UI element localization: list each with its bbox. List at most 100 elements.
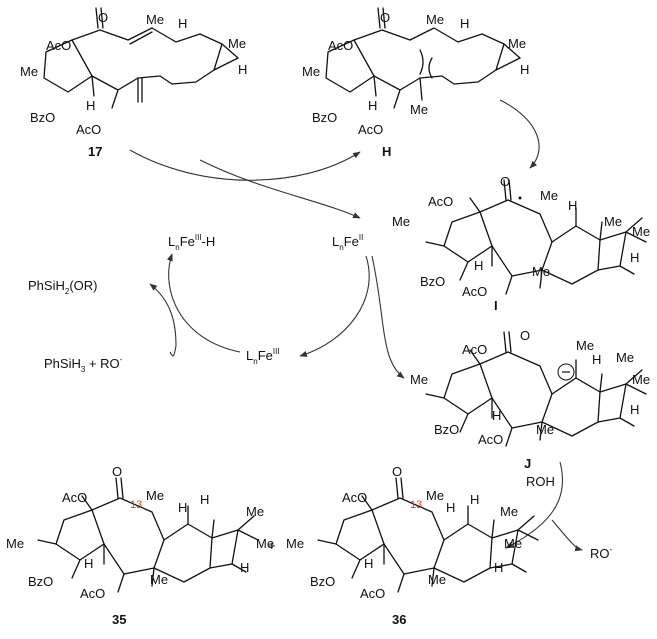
35-number: 35 — [112, 612, 126, 627]
36-aco-label: AcO — [342, 490, 367, 505]
j-h3-label: H — [492, 408, 501, 423]
35-aco2-label: AcO — [80, 586, 105, 601]
36-h3-label: H — [494, 560, 503, 575]
j-o-label: O — [520, 328, 530, 343]
h-number: H — [382, 144, 391, 159]
35-c13-label: 13 — [130, 499, 142, 511]
silane-sm-label: PhSiH3 + RO- — [44, 355, 123, 374]
35-me5-label: Me — [150, 572, 168, 587]
36-c13-label: 13 — [410, 499, 422, 511]
36-h-label: H — [446, 500, 455, 515]
arrow-silane-out — [149, 283, 177, 347]
h-h2-label: H — [520, 62, 529, 77]
compound-h — [325, 7, 521, 109]
35-h4-label: H — [84, 556, 93, 571]
ro-minus-label: RO- — [590, 545, 613, 561]
h-me4-label: Me — [410, 102, 428, 117]
35-h2-label: H — [200, 492, 209, 507]
36-me2-label: Me — [426, 488, 444, 503]
j-number: J — [524, 456, 531, 471]
arrow-fe2-to-fe3 — [299, 255, 370, 357]
anion-charge — [557, 363, 575, 381]
36-me5-label: Me — [428, 572, 446, 587]
j-h-label: H — [592, 352, 601, 367]
17-h2-label: H — [238, 62, 247, 77]
h-aco2-label: AcO — [358, 122, 383, 137]
i-me-label: Me — [392, 214, 410, 229]
17-me3-label: Me — [228, 36, 246, 51]
arrow-fe3-to-fe3h — [166, 253, 241, 353]
17-me-label: Me — [20, 64, 38, 79]
17-number: 17 — [88, 144, 102, 159]
36-aco2-label: AcO — [360, 586, 385, 601]
j-me4-label: Me — [616, 350, 634, 365]
35-me-label: Me — [6, 536, 24, 551]
j-aco2-label: AcO — [478, 432, 503, 447]
35-me4-label: Me — [256, 536, 274, 551]
j-me3-label: Me — [632, 372, 650, 387]
36-me-label: Me — [286, 536, 304, 551]
compound-17 — [43, 7, 239, 109]
i-h3-label: H — [474, 258, 483, 273]
arrow-to-fe2 — [199, 159, 361, 219]
i-me2-label: Me — [540, 188, 558, 203]
35-me3-label: Me — [246, 504, 264, 519]
i-number: I — [494, 298, 498, 313]
h-h3-label: H — [368, 98, 377, 113]
j-h2-label: H — [630, 402, 639, 417]
17-me2-label: Me — [146, 12, 164, 27]
arrow-h-to-i — [499, 99, 540, 169]
36-number: 36 — [392, 612, 406, 627]
j-me2-label: Me — [576, 338, 594, 353]
i-me4-label: Me — [604, 214, 622, 229]
h-o-label: O — [380, 10, 390, 25]
fe2-label: LnFeII — [332, 233, 363, 252]
35-h3-label: H — [240, 560, 249, 575]
36-h4-label: H — [364, 556, 373, 571]
fe3-label: LnFeIII — [246, 347, 280, 366]
36-o-label: O — [392, 464, 402, 479]
roh-label: ROH — [526, 474, 555, 489]
i-me3-label: Me — [632, 224, 650, 239]
36-me4-label: Me — [504, 536, 522, 551]
j-aco-label: AcO — [462, 342, 487, 357]
j-me-label: Me — [410, 372, 428, 387]
35-h-label: H — [178, 500, 187, 515]
17-bzo-label: BzO — [30, 110, 55, 125]
i-o-label: O — [500, 174, 510, 189]
plus-sign: + — [268, 538, 276, 553]
arrow-17-to-h — [129, 149, 361, 181]
35-bzo-label: BzO — [28, 574, 53, 589]
17-h-label: H — [178, 16, 187, 31]
h-me2-label: Me — [426, 12, 444, 27]
i-aco-label: AcO — [428, 194, 453, 209]
silane-product-label: PhSiH2(OR) — [28, 278, 97, 296]
h-bzo-label: BzO — [312, 110, 337, 125]
arrow-j-to-products — [505, 461, 564, 549]
j-me5-label: Me — [536, 422, 554, 437]
36-bzo-label: BzO — [310, 574, 335, 589]
35-me2-label: Me — [146, 488, 164, 503]
i-aco2-label: AcO — [462, 284, 487, 299]
j-bzo-label: BzO — [434, 422, 459, 437]
35-aco-label: AcO — [62, 490, 87, 505]
36-h2-label: H — [470, 492, 479, 507]
h-me3-label: Me — [508, 36, 526, 51]
i-h2-label: H — [630, 250, 639, 265]
arrow-fe2-to-j — [371, 255, 405, 379]
arrow-ro-release — [551, 519, 583, 552]
h-me-label: Me — [302, 64, 320, 79]
17-aco2-label: AcO — [76, 122, 101, 137]
i-bzo-label: BzO — [420, 274, 445, 289]
h-aco-label: AcO — [328, 38, 353, 53]
h-h-label: H — [460, 16, 469, 31]
36-me3-label: Me — [500, 504, 518, 519]
17-o-label: O — [98, 10, 108, 25]
17-h3-label: H — [86, 98, 95, 113]
radical-dot — [518, 196, 522, 200]
fe3h-label: LnFeIII-H — [168, 233, 215, 252]
17-aco-label: AcO — [46, 38, 71, 53]
i-me5-label: Me — [532, 264, 550, 279]
arrow-silane-in — [169, 345, 177, 357]
